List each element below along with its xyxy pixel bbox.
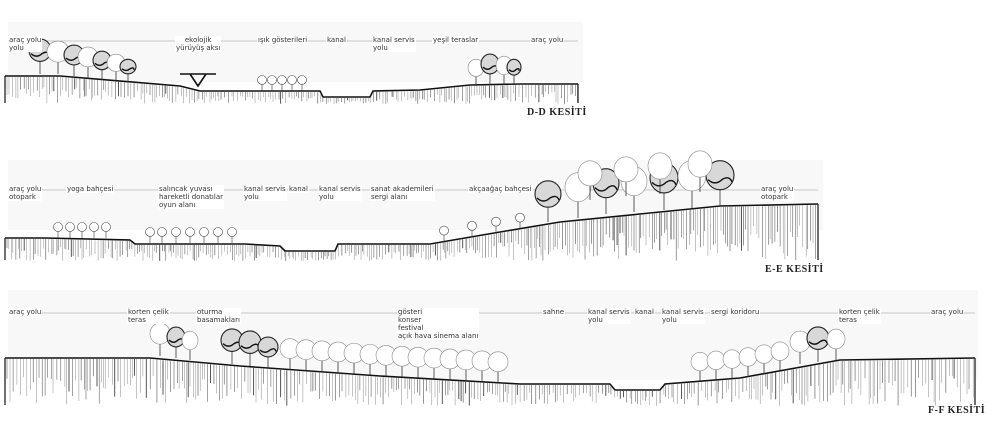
label-ff-sahne: sahne (542, 308, 566, 316)
label-ff-kanal-servis-left: kanal servis yolu (587, 308, 631, 324)
ff-right-tree-2-crown (826, 328, 846, 350)
dd-tree-6-shadow (121, 67, 135, 72)
dd-small-tree-4-crown (297, 75, 307, 85)
ee-play-tree-6-crown (227, 227, 237, 237)
label-ee-yoga-bahcesi: yoga bahçesi (66, 185, 115, 193)
ee-maple-small-1-crown (467, 221, 477, 231)
label-ff-kanal-servis-right: kanal servis yolu (661, 308, 705, 324)
label-ff-gosteri-konser: gösteri konser festival açık hava sinema… (397, 308, 480, 340)
ff-right-tree-1-shadow (808, 339, 828, 345)
dd-hatching (6, 77, 579, 104)
ee-maple-small-0-crown (439, 225, 449, 236)
ee-back-tree-1-crown (613, 156, 639, 183)
ff-right-ghost-2-crown (722, 349, 742, 369)
dd-right-tree-3-shadow (508, 67, 520, 73)
dd-small-tree-2-crown (277, 75, 287, 85)
label-dd-kanal-servis: kanal servis yolu (372, 36, 416, 52)
ee-ground-line (5, 203, 819, 252)
ee-yoga-tree-3-crown (89, 222, 99, 232)
label-ee-kanal-servis-left: kanal servis yolu (243, 185, 287, 201)
ff-left-tree-2-crown (181, 330, 199, 350)
label-ee-kanal: kanal (288, 185, 309, 193)
label-dd-isik-gosterileri: ışık gösterileri (257, 36, 309, 44)
ee-maple-small-3-crown (515, 212, 525, 223)
dd-small-tree-1-crown (267, 75, 277, 85)
ee-maple-tree-2-shadow (594, 185, 618, 192)
label-ff-korten-celik-right: korten çelik teras (838, 308, 881, 324)
label-ee-arac-yolu-otopark: araç yolu otopark (8, 185, 43, 201)
ff-seat-tree-2-crown (257, 336, 279, 358)
ee-yoga-tree-1-crown (65, 222, 75, 232)
label-dd-kanal: kanal (326, 36, 347, 44)
section-title-dd: D-D KESİTİ (527, 107, 587, 118)
label-ff-kanal: kanal (634, 308, 655, 316)
ff-ground-fill (5, 358, 975, 405)
dd-ground-fill (5, 76, 578, 103)
label-ff-korten-celik-left: korten çelik teras (127, 308, 170, 324)
label-dd-yesil-teraslar: yeşil teraslar (432, 36, 480, 44)
ee-play-tree-1-crown (157, 227, 167, 237)
ee-maple-tree-0-crown (534, 180, 562, 208)
ff-right-ghost-4-crown (754, 344, 774, 364)
label-ee-arac-yolu-otopark-right: araç yolu otopark (760, 185, 795, 201)
ee-back-tree-3-crown (687, 150, 713, 178)
label-ee-kanal-servis-right: kanal servis yolu (318, 185, 362, 201)
label-ff-arac-yolu-left: araç yolu (8, 308, 43, 316)
ee-play-tree-4-crown (199, 227, 209, 237)
section-title-ff: F-F KESİTİ (928, 405, 986, 416)
ff-seat-tree-1-crown (238, 330, 262, 354)
label-dd-arac-yolu: araç yolu yolu (8, 36, 43, 52)
dd-pavilion (180, 73, 216, 88)
ee-hatching (6, 205, 816, 261)
ff-right-ghost-5-crown (770, 341, 790, 361)
dd-tree-6-crown (119, 58, 137, 75)
ee-yoga-tree-0-crown (53, 222, 63, 232)
ee-yoga-tree-2-crown (77, 222, 87, 232)
dd-right-tree-3-crown (506, 58, 522, 76)
section-title-ee: E-E KESİTİ (765, 264, 824, 275)
ee-play-tree-3-crown (185, 227, 195, 237)
ff-hatching (6, 359, 974, 406)
ff-seat-tree-2-shadow (259, 348, 277, 353)
ee-play-tree-2-crown (171, 227, 181, 237)
dd-ground-line (5, 75, 578, 98)
ff-ghost-tree-13-crown (487, 351, 509, 372)
ee-maple-tree-4-shadow (651, 179, 677, 187)
label-ee-sanat-akademileri: sanat akademileri sergi alanı (370, 185, 435, 201)
ff-right-tree-1-crown (806, 326, 830, 350)
dd-small-tree-0-crown (257, 75, 267, 85)
ee-back-tree-2-crown (647, 152, 673, 180)
label-dd-ekolojik-yuruyus: ekolojik yürüyüş aksı (175, 36, 222, 52)
ff-right-ghost-1-crown (706, 350, 726, 370)
label-ff-arac-yolu-right: araç yolu (930, 308, 965, 316)
ee-maple-tree-0-shadow (536, 195, 560, 202)
ee-maple-small-2-crown (491, 216, 501, 227)
label-ee-salincak-yuvasi: salıncak yuvası hareketli donatılar oyun… (158, 185, 224, 209)
label-dd-arac-yolu-right: araç yolu (530, 36, 565, 44)
ff-right-ghost-3-crown (738, 347, 758, 367)
ff-right-ghost-0-crown (690, 352, 710, 372)
ee-back-tree-0-crown (577, 160, 603, 187)
ee-play-tree-5-crown (213, 227, 223, 237)
ff-ground-line (5, 357, 976, 391)
ee-yoga-tree-4-crown (101, 222, 111, 232)
ee-play-tree-0-crown (145, 227, 155, 237)
label-ee-akcaagac-bahcesi: akçaağaç bahçesi (468, 185, 533, 193)
dd-small-tree-3-crown (287, 75, 297, 85)
label-ff-sergi-koridoru: sergi koridoru (710, 308, 761, 316)
ee-maple-tree-6-shadow (707, 177, 733, 184)
label-ff-oturma-basamaklari: oturma basamakları (196, 308, 241, 324)
